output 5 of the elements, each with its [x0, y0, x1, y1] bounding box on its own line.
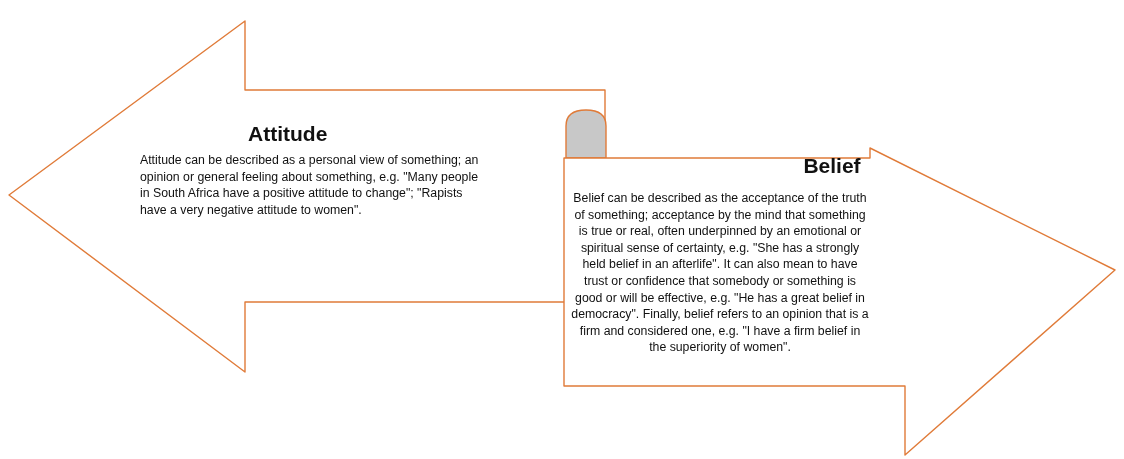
description-text: Attitude can be described as a personal view of something; an opinion or general feeling about something, e.g. "Many people in South Africa have a positive attitude to change"; "Rapists have a very negative attitude to women".	[140, 152, 480, 219]
arrow-shape	[562, 146, 1118, 458]
heading: Attitude	[248, 122, 329, 146]
description-text: Belief can be described as the acceptance of the truth of something; acceptance by the mind that something is true or real, often underpinned by an emotional or spiritual sense of certainty, e.g. "She has a strongly held belief in an afterlife". It can also mean to have trust or confidence that somebody or something is good or will be effective, e.g. "He has a great belief in democracy". Finally, belief refers to an opinion that is a firm and considered one, e.g. "I have a firm belief in the superiority of women".	[570, 190, 870, 356]
heading: Belief	[802, 154, 862, 178]
